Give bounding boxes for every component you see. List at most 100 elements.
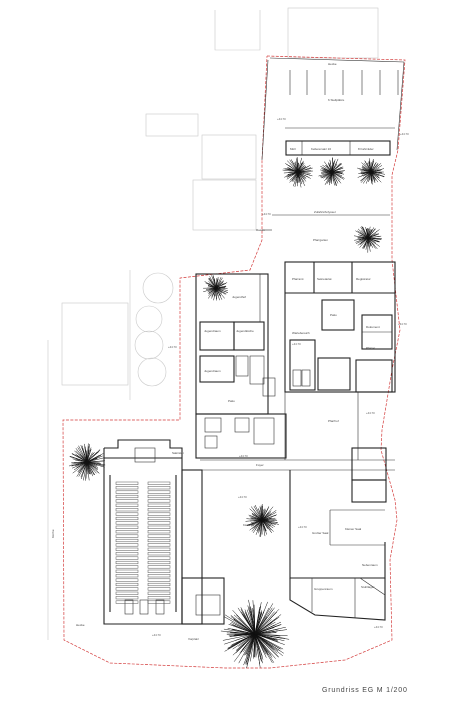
pfarrhof-annex [351, 447, 387, 503]
label-pfarrgarten: Pfarrgarten [313, 238, 328, 242]
label-vorplatz: Vorplatz [188, 637, 199, 641]
label-zufahrt: Zufahrt/Anlyssel [314, 210, 336, 214]
label-kirchhof: Kirchhof [243, 523, 254, 527]
pew [115, 600, 139, 604]
label-foyer: Foyer [256, 463, 264, 467]
shelter [285, 140, 391, 156]
pew [115, 481, 139, 485]
garden [262, 214, 390, 231]
side-chapel [181, 469, 225, 625]
pew [115, 547, 139, 551]
pew [147, 587, 171, 591]
label-hecke-bottom: Hecke [76, 623, 85, 627]
pew [147, 565, 171, 569]
label-hecke-top: Hecke [328, 62, 337, 66]
pew [147, 556, 171, 560]
church-pews [115, 481, 171, 604]
pew [147, 534, 171, 538]
pew [115, 538, 139, 543]
pew [147, 560, 171, 565]
tree-symbol [318, 157, 346, 187]
pew [147, 490, 171, 494]
church [103, 439, 183, 625]
pew [115, 578, 139, 582]
pew [115, 521, 139, 525]
room-labels: Hecke 6 Stellplätze Müll Kellerersatz 16… [51, 62, 380, 641]
tree-symbol [245, 503, 279, 538]
pew [115, 534, 139, 538]
pew [147, 600, 171, 604]
pew [115, 574, 139, 578]
label-stuhllager: Stuhllager [361, 585, 375, 589]
pew [115, 591, 139, 595]
label-sakristei: Sakristei [172, 451, 184, 455]
pew [147, 525, 171, 529]
label-pfarrhof: Pfarrhof [328, 419, 339, 423]
level-marker: +44.70 [366, 411, 375, 415]
pew [115, 582, 139, 587]
tree-symbol [353, 226, 382, 253]
label-patio-2: Patio [228, 399, 235, 403]
tree-symbol [68, 443, 106, 481]
level-marker: +44.70 [400, 132, 409, 136]
level-marker: +44.70 [277, 117, 286, 121]
pew [147, 530, 171, 534]
pew [115, 587, 139, 591]
label-fahrraeder: 8 Fahrräder [358, 147, 374, 151]
foyer-zone [195, 392, 395, 471]
pew [147, 508, 171, 512]
label-grosser-saal: Großer Saal [312, 531, 329, 535]
level-marker: +44.70 [298, 525, 307, 529]
youth-wing [195, 273, 276, 415]
label-gruppenraum: Gruppenraum [314, 587, 333, 591]
pew [147, 512, 171, 516]
pew [115, 556, 139, 560]
pew [115, 494, 139, 499]
label-wartebereich: Wartebereich [292, 331, 310, 335]
pew [115, 596, 139, 600]
level-markers: +44.70 +44.70 +44.70 +44.70 +44.70 +44.7… [152, 117, 409, 637]
pew [147, 552, 171, 556]
parish-office-block [284, 261, 396, 393]
pew [115, 508, 139, 512]
pew [115, 499, 139, 503]
label-dokumente: Dokument [366, 325, 380, 329]
label-muell: Müll [290, 147, 296, 151]
label-jugendraum-2: Jugendraum [204, 369, 221, 373]
pew [147, 578, 171, 582]
tree-symbol [220, 599, 290, 669]
pew [115, 530, 139, 534]
pew [147, 543, 171, 547]
level-marker: +44.70 [262, 212, 271, 216]
label-registratur: Registratur [356, 277, 371, 281]
pew [147, 538, 171, 543]
level-marker: +44.70 [239, 454, 248, 458]
level-marker: +44.70 [168, 345, 177, 349]
drawing-caption: Grundriss EG M 1/200 [322, 687, 408, 694]
pew [147, 503, 171, 507]
label-kleiner-saal: Kleiner Saal [345, 527, 362, 531]
neighbor-buildings [47, 7, 379, 640]
label-kirche-side: Kirche [51, 529, 55, 538]
pew [115, 543, 139, 547]
pew [147, 596, 171, 600]
level-marker: +44.70 [152, 633, 161, 637]
pew [115, 565, 139, 569]
pew [147, 521, 171, 525]
pew [147, 582, 171, 587]
pew [115, 503, 139, 507]
label-rasen: Rasen [256, 228, 265, 232]
level-marker: +44.70 [398, 322, 407, 326]
pew [147, 569, 171, 573]
level-marker: +44.70 [292, 342, 301, 346]
pew [147, 574, 171, 578]
level-marker: +44.70 [238, 495, 247, 499]
pew [115, 560, 139, 565]
pew [147, 481, 171, 485]
property-boundary [62, 55, 406, 669]
pew [147, 591, 171, 595]
pew [115, 490, 139, 494]
pew [147, 547, 171, 551]
tree-symbol [357, 158, 386, 185]
